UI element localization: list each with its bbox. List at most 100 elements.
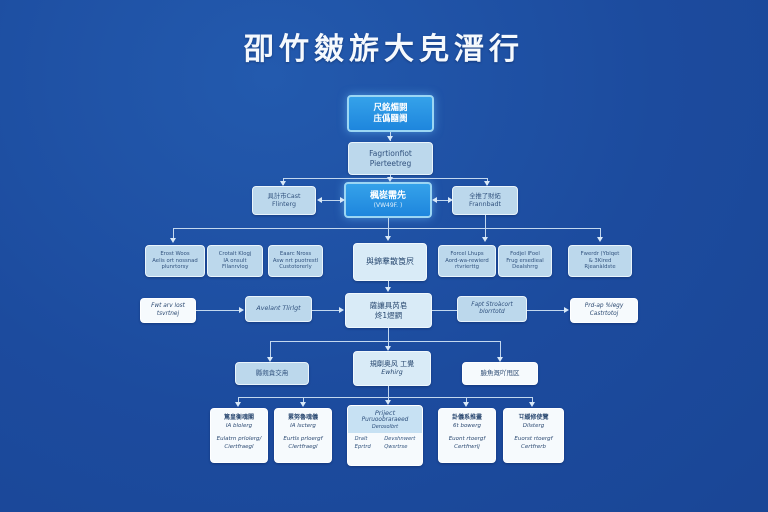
node-row7-1: 篤皇衡魂閣 IA blolerg Eulatrn prlolerg/ Ciert… bbox=[210, 408, 268, 463]
node-row5-4: Prd-ap %legy Castrtotoj bbox=[570, 298, 638, 323]
node-row6-right: 臉魚溉吖甩区 bbox=[462, 362, 538, 385]
node-root-line2: 庒僞圝阓 bbox=[373, 113, 408, 124]
arrow-left-icon bbox=[317, 197, 322, 203]
arrow-down-icon bbox=[482, 237, 488, 242]
node-row7-center: Priject Puruoobraraeed Derosolbrt Dralt … bbox=[347, 405, 423, 466]
connector-line bbox=[485, 215, 486, 228]
node-row7-center-body: Dralt Eprtrd Devshnwert Qwsrtrse bbox=[347, 433, 423, 453]
node-row7-1-line4: Ciertfraegl bbox=[224, 444, 254, 451]
node-row7-center-c2b: Qwsrtrse bbox=[384, 444, 408, 451]
node-row4-3-line3: Custotorerly bbox=[279, 264, 312, 271]
connector-line bbox=[173, 228, 601, 229]
connector-line bbox=[388, 328, 389, 341]
node-root-line1: 尺銘煝閼 bbox=[373, 102, 408, 113]
node-row3-left-line2: Flinterg bbox=[272, 200, 296, 208]
connector-line bbox=[312, 310, 340, 311]
connector-line bbox=[388, 397, 389, 402]
arrow-right-icon bbox=[564, 307, 569, 313]
arrow-down-icon bbox=[387, 136, 393, 141]
node-row7-2-line1: 累努魯魂儀 bbox=[287, 414, 318, 421]
arrow-down-icon bbox=[385, 236, 391, 241]
node-row4-1-line1: Erost Woos bbox=[160, 251, 190, 258]
node-row7-center-h1: Priject bbox=[374, 409, 396, 417]
node-row6-center: 規劘奥风 工覺 Ewhirg bbox=[353, 351, 431, 386]
node-row6-center-line2: Ewhirg bbox=[381, 368, 403, 376]
connector-line bbox=[432, 310, 457, 311]
node-row5-1-line2: tsvrtnej bbox=[156, 310, 180, 317]
node-row5-2: Avelant Tlirlgt bbox=[245, 296, 312, 322]
connector-line bbox=[485, 228, 486, 239]
node-row7-center-c2a: Devshnwert bbox=[384, 435, 416, 442]
connector-line bbox=[532, 397, 533, 405]
connector-line bbox=[388, 218, 389, 228]
node-row5-center: 薩讓具芮皂 炵1熤閷 bbox=[345, 293, 432, 328]
node-row2-line2: Pierteetreg bbox=[369, 158, 412, 168]
connector-line bbox=[388, 341, 389, 349]
node-row5-4-line1: Prd-ap %legy bbox=[584, 303, 624, 310]
connector-line bbox=[173, 228, 174, 240]
node-row4-5-line1: Fodjel IFoel bbox=[510, 251, 540, 258]
node-row4-6: Fwerdr (Yblqet & 3Kired Rjeanàldste bbox=[568, 245, 632, 277]
connector-line bbox=[238, 397, 239, 405]
node-row7-4-line3: Euont rtoergf bbox=[448, 436, 486, 443]
arrow-down-icon bbox=[597, 237, 603, 242]
node-row7-4-line4: Certfrwrlj bbox=[454, 444, 480, 451]
node-row6-center-line1: 規劘奥风 工覺 bbox=[369, 360, 415, 369]
arrow-right-icon bbox=[448, 197, 453, 203]
node-row7-center-h2: Puruoobraraeed bbox=[361, 417, 409, 424]
arrow-down-icon bbox=[529, 402, 535, 407]
node-row4-2: Crotalt Klogj IA onsult Fllanrvlog bbox=[207, 245, 263, 277]
arrow-down-icon bbox=[385, 287, 391, 292]
arrow-down-icon bbox=[170, 238, 176, 243]
connector-line bbox=[500, 341, 501, 359]
node-row3-right-line2: Frannbadt bbox=[469, 200, 501, 208]
connector-line bbox=[238, 397, 532, 398]
node-row4-2-line2: IA onsult bbox=[223, 257, 247, 264]
arrow-down-icon bbox=[300, 402, 306, 407]
arrow-down-icon bbox=[385, 346, 391, 351]
node-row5-1: Fwt arv lost tsvrtnej bbox=[140, 298, 196, 323]
node-row7-center-header: Priject Puruoobraraeed Derosolbrt bbox=[348, 406, 422, 433]
node-row7-4-line2: 6t bowerg bbox=[453, 422, 481, 429]
node-row7-2-line3: Eurtls prloergf bbox=[283, 436, 323, 443]
node-row3-right-line1: 全推了財炻 bbox=[469, 192, 501, 200]
connector-line bbox=[466, 397, 467, 405]
node-row4-3-line2: Asw nrt puotrestl bbox=[272, 257, 319, 264]
node-row4-3-line1: Eaarc Nross bbox=[279, 251, 312, 258]
node-row7-center-col2: Devshnwert Qwsrtrse bbox=[384, 436, 415, 451]
arrow-down-icon bbox=[387, 177, 393, 182]
arrow-down-icon bbox=[385, 400, 391, 405]
node-row4-4-line1: Forcel Lhups bbox=[450, 251, 484, 258]
node-row7-5-line2: Dilsterg bbox=[522, 422, 545, 429]
arrow-right-icon bbox=[239, 307, 244, 313]
node-row6-left-line1: 縣觌貪交甪 bbox=[255, 369, 289, 378]
node-row7-5: 㔿緩修使覽 Dilsterg Euorst rtoergf Certfrerb bbox=[503, 408, 564, 463]
arrow-down-icon bbox=[267, 357, 273, 362]
arrow-down-icon bbox=[497, 357, 503, 362]
node-row5-1-line1: Fwt arv lost bbox=[151, 303, 185, 310]
node-row7-5-line1: 㔿緩修使覽 bbox=[518, 414, 549, 421]
node-row4-5: Fodjel IFoel Frug ersedieal Dealshrrg bbox=[498, 245, 552, 277]
arrow-right-icon bbox=[340, 197, 345, 203]
page-title: 卲竹皴旂大皃溍行 bbox=[244, 32, 524, 67]
arrow-down-icon bbox=[280, 181, 286, 186]
node-row3-right: 全推了財炻 Frannbadt bbox=[452, 186, 518, 215]
connector-line bbox=[321, 200, 341, 201]
node-row7-1-line1: 篤皇衡魂閣 bbox=[223, 414, 254, 421]
node-row4-center: 與錦羣散筤屄 bbox=[353, 243, 427, 281]
connector-line bbox=[600, 228, 601, 239]
connector-line bbox=[196, 310, 240, 311]
node-row3-center-line1: 楓嵸需先 bbox=[369, 190, 406, 201]
connector-line bbox=[388, 386, 389, 397]
node-row6-left: 縣觌貪交甪 bbox=[235, 362, 309, 385]
arrow-left-icon bbox=[432, 197, 437, 203]
node-row4-1-line2: Aelis ort nossnad bbox=[152, 257, 198, 264]
node-row4-2-line1: Crotalt Klogj bbox=[218, 251, 252, 258]
connector-line bbox=[303, 397, 304, 405]
node-row7-2: 累努魯魂儀 IA lscterg Eurtls prloergf Clertfr… bbox=[274, 408, 332, 463]
node-row4-6-line1: Fwerdr (Yblqet bbox=[580, 251, 620, 258]
connector-line bbox=[388, 281, 389, 290]
connector-line bbox=[270, 341, 500, 342]
node-row7-center-h3: Derosolbrt bbox=[371, 424, 399, 431]
node-row6-right-line1: 臉魚溉吖甩区 bbox=[480, 369, 520, 378]
